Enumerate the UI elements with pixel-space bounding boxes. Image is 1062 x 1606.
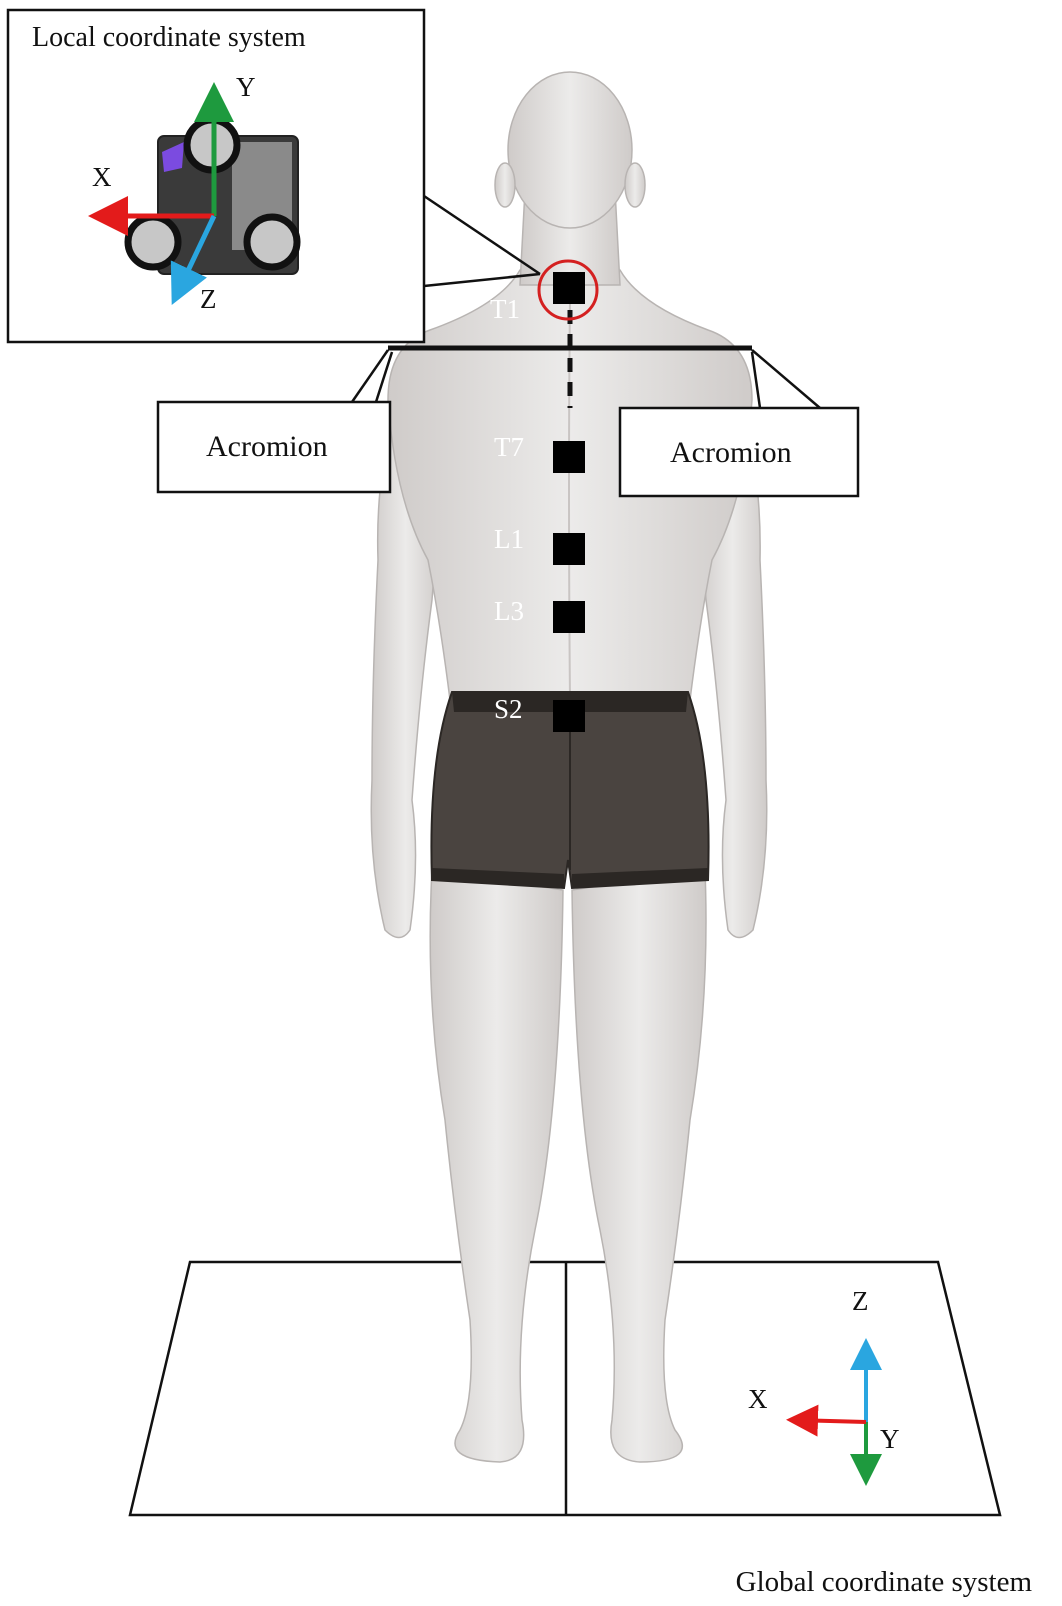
marker-t1	[553, 272, 585, 304]
local-box-title: Local coordinate system	[32, 22, 306, 54]
local-z-label: Z	[200, 284, 217, 315]
marker-label-l1: L1	[494, 524, 524, 555]
force-plates	[130, 1262, 1000, 1515]
local-y-label: Y	[236, 72, 256, 103]
acromion-right-label: Acromion	[670, 436, 792, 470]
global-x-label: X	[748, 1384, 768, 1415]
marker-label-s2: S2	[494, 694, 523, 725]
global-coordinate-title: Global coordinate system	[736, 1566, 1032, 1599]
global-z-label: Z	[852, 1286, 869, 1317]
acromion-left-label: Acromion	[206, 430, 328, 464]
global-y-label: Y	[880, 1424, 900, 1455]
marker-s2	[553, 700, 585, 732]
marker-t7	[553, 441, 585, 473]
marker-label-l3: L3	[494, 596, 524, 627]
marker-label-t7: T7	[494, 432, 524, 463]
marker-label-t1: T1	[490, 294, 520, 325]
local-x-label: X	[92, 162, 112, 193]
marker-l1	[553, 533, 585, 565]
global-x-axis-arrow	[794, 1420, 866, 1422]
marker-l3	[553, 601, 585, 633]
